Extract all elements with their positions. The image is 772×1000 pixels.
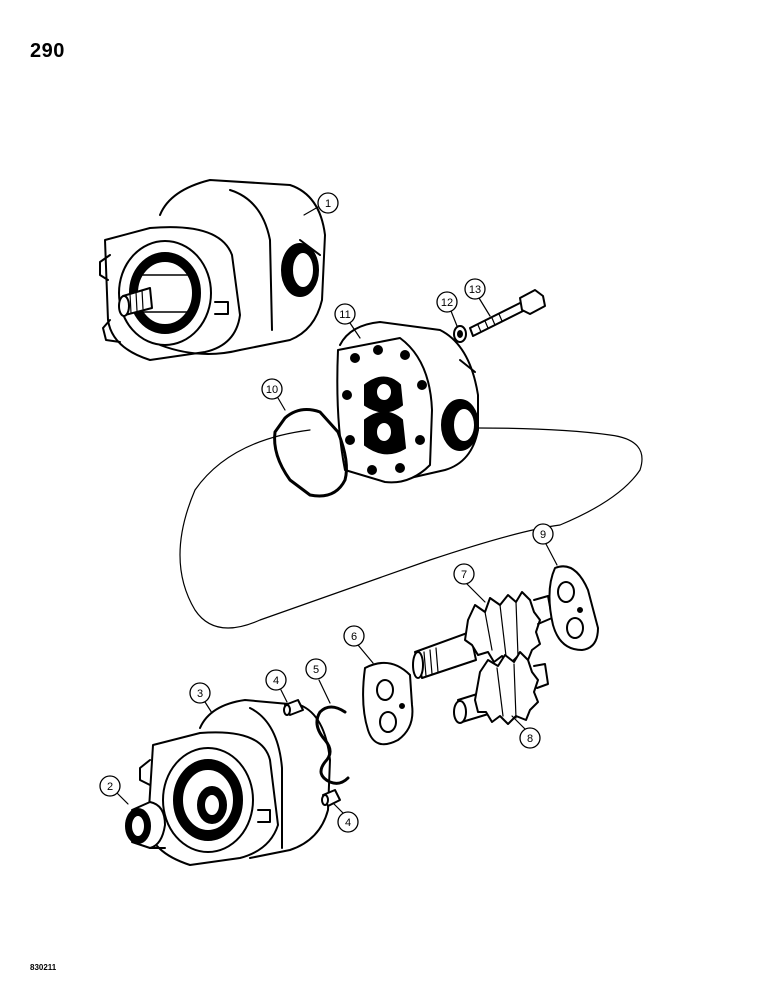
housing-section-part-11	[336, 321, 479, 484]
callout-part-10: 10	[261, 378, 283, 400]
leader-lines	[116, 206, 558, 814]
callout-part-9: 9	[532, 523, 554, 545]
driven-gear-part-8	[453, 651, 549, 725]
svg-text:7: 7	[461, 569, 467, 581]
svg-text:8: 8	[527, 733, 533, 745]
wear-plate-part-6	[362, 661, 414, 746]
drawing-code: 830211	[30, 963, 57, 972]
shaft-seal-part-2	[125, 801, 166, 849]
callout-part-5: 5	[305, 658, 327, 680]
pump-assembly-part-1	[99, 179, 326, 361]
svg-text:6: 6	[351, 631, 357, 643]
callout-part-1: 1	[317, 192, 339, 214]
callout-part-3: 3	[189, 682, 211, 704]
front-housing-part-3	[139, 699, 331, 866]
callout-part-12: 12	[436, 291, 458, 313]
seal-spring-part-5	[315, 705, 350, 785]
svg-text:4: 4	[273, 675, 279, 687]
svg-text:10: 10	[266, 384, 278, 396]
dowel-pin-upper-part-4	[283, 699, 304, 716]
drive-gear-part-7	[412, 591, 553, 679]
svg-text:4: 4	[345, 817, 351, 829]
callout-part-4-lower: 4	[337, 811, 359, 833]
svg-text:5: 5	[313, 664, 319, 676]
callout-part-13: 13	[464, 278, 486, 300]
callout-part-8: 8	[519, 727, 541, 749]
svg-text:3: 3	[197, 688, 203, 700]
svg-text:13: 13	[469, 284, 481, 296]
washer-part-12	[453, 325, 467, 343]
assembly-path-loop	[179, 427, 643, 629]
callout-part-7: 7	[453, 563, 475, 585]
callout-part-11: 11	[334, 303, 356, 325]
bolt-part-13	[469, 289, 546, 337]
svg-text:11: 11	[339, 309, 350, 321]
callout-part-2: 2	[99, 775, 121, 797]
svg-text:2: 2	[107, 781, 113, 793]
svg-text:9: 9	[540, 529, 546, 541]
svg-text:1: 1	[325, 198, 331, 210]
rear-wear-plate-part-9	[548, 565, 599, 651]
seal-ring-part-10	[273, 408, 348, 498]
svg-text:12: 12	[441, 297, 453, 309]
callout-part-4-upper: 4	[265, 669, 287, 691]
page-number: 290	[30, 40, 65, 62]
callout-part-6: 6	[343, 625, 365, 647]
dowel-pin-lower-part-4	[321, 789, 341, 807]
